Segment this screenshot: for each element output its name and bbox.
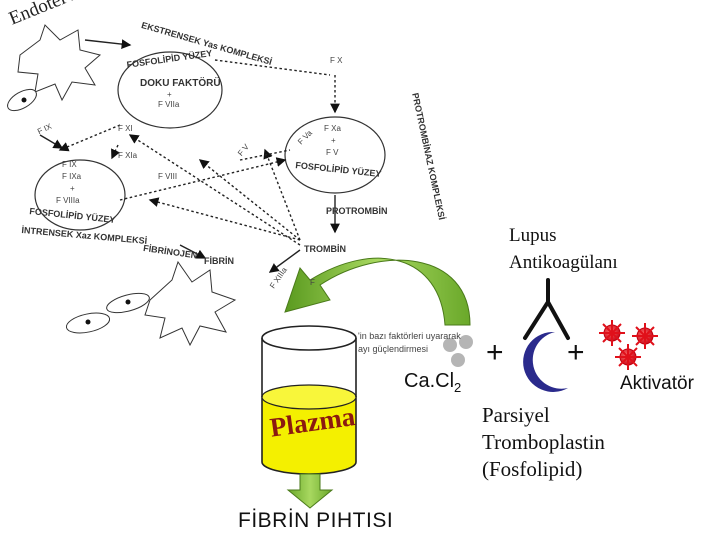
conversion-solid-lines [39, 39, 340, 273]
fxia-label: F XIa [118, 151, 138, 160]
fxiii-label: F [310, 278, 315, 287]
cacl2-subscript: 2 [454, 380, 462, 395]
plus-a: + [486, 336, 504, 369]
fxi-label: F XI [118, 124, 133, 133]
cacl2-label: Ca.Cl2 [404, 370, 461, 395]
lupus-label-line1: Lupus [509, 225, 557, 246]
fibrin-clot-label: FİBRİN PIHTISI [238, 509, 394, 532]
fviii-label: F VIII [158, 172, 178, 181]
fix-label: F IX [62, 160, 77, 169]
fibrin-label: FİBRİN [204, 256, 234, 266]
activator-label: Aktivatör [620, 373, 694, 394]
partial-label-2: Tromboplastin [482, 430, 605, 454]
prothrombinase-ellipse [284, 116, 386, 194]
lupus-label-line2: Antikoagülanı [509, 252, 618, 273]
fxa-label: F Xa [324, 124, 341, 133]
thrombin-label: TROMBİN [304, 244, 346, 254]
tissue-factor-label: DOKU FAKTÖRÜ [140, 78, 221, 89]
activator-particles [599, 320, 658, 370]
damage-burst-bottom [144, 260, 237, 347]
down-arrow [286, 473, 334, 509]
damage-burst-top [17, 24, 102, 102]
plasma-cylinder [261, 325, 357, 475]
plus-label-2: + [70, 184, 75, 193]
fviiia-label: F VIIIa [56, 196, 80, 205]
fixa-label: F IXa [62, 172, 82, 181]
activation-dashed-lines [58, 59, 340, 246]
green-curved-arrow [284, 257, 471, 326]
plus-b: + [567, 336, 585, 369]
lupus-antibody [523, 278, 570, 340]
phospholipid-crescent [523, 331, 568, 392]
partial-label-1: Parsiyel [482, 403, 550, 427]
note-line-2: ayı güçlendirmesi [358, 344, 429, 354]
prothrombin-label: PROTROMBİN [326, 206, 388, 216]
fx-label: F X [330, 56, 343, 65]
calcium-dots [443, 335, 473, 367]
plus-label-1: + [167, 90, 172, 99]
plus-label-3: + [331, 136, 336, 145]
cacl2-text: Ca.Cl [404, 370, 455, 392]
fv-label: F V [326, 148, 339, 157]
extrinsic-complex-ellipse [117, 51, 223, 129]
fviia-label: F VIIa [158, 100, 180, 109]
partial-label-3: (Fosfolipid) [482, 457, 583, 481]
intrinsic-complex-ellipse [34, 159, 126, 231]
note-line-1: 'in bazı faktörleri uyararak [358, 331, 461, 341]
